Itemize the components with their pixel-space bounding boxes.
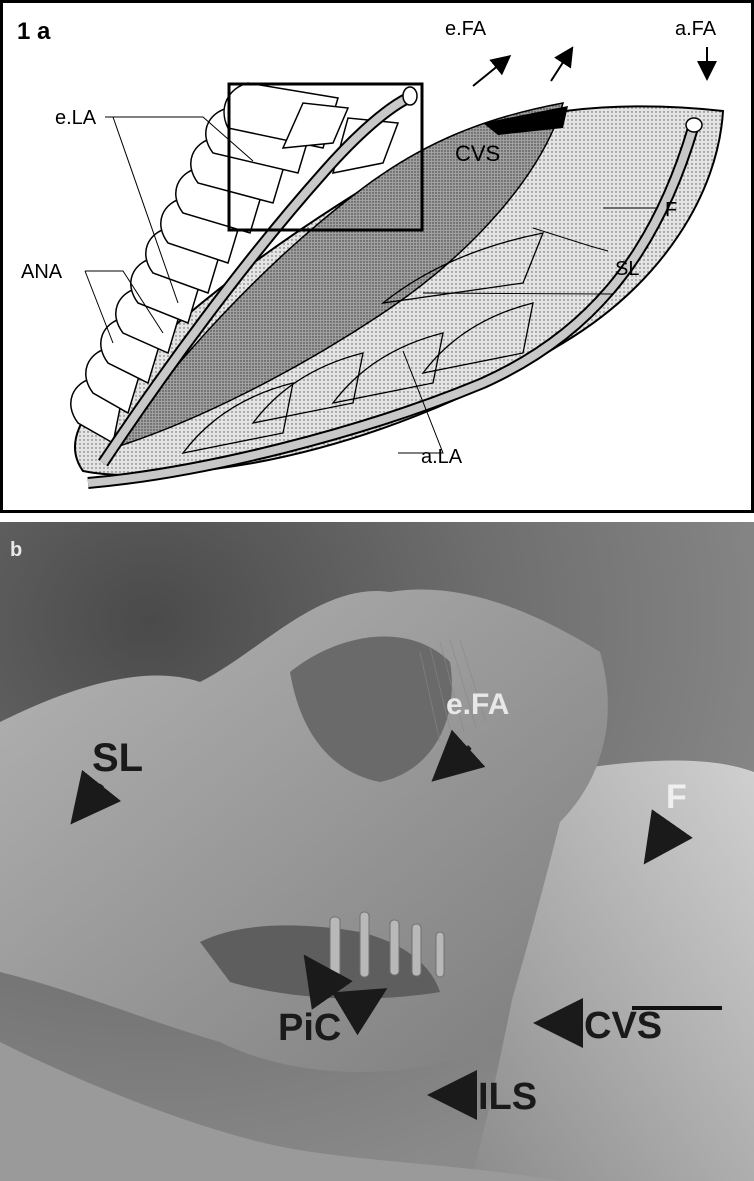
label-sl: SL <box>615 258 639 280</box>
label-ana: ANA <box>21 261 63 283</box>
panel-b-micrograph: b e.FA SL F PiC CVS ILS <box>0 522 754 1181</box>
label-cvs: CVS <box>455 141 500 166</box>
sem-label-f: F <box>666 778 687 816</box>
label-efa: e.FA <box>445 18 487 40</box>
label-f: F <box>665 199 677 221</box>
sem-label-ils: ILS <box>478 1076 537 1118</box>
afa-opening <box>686 118 702 132</box>
sem-label-pic: PiC <box>278 1007 341 1049</box>
panel-b-label: b <box>10 539 22 561</box>
sem-image: b e.FA SL F PiC CVS ILS <box>0 522 754 1181</box>
label-afa: a.FA <box>675 18 717 40</box>
sem-label-efa: e.FA <box>446 688 509 721</box>
cvs-arrow <box>551 53 569 81</box>
label-ela: e.LA <box>55 107 97 129</box>
panel-a-schematic: 1 a e.FA a.FA e.LA CVS F ANA SL a.LA <box>0 0 754 513</box>
gill-filament-diagram: 1 a e.FA a.FA e.LA CVS F ANA SL a.LA <box>3 3 751 510</box>
panel-a-label: 1 a <box>17 18 51 45</box>
label-ala: a.LA <box>421 446 463 468</box>
sem-label-sl: SL <box>92 736 143 780</box>
efa-opening <box>403 87 417 105</box>
efa-arrow <box>473 60 505 86</box>
sem-label-cvs: CVS <box>584 1005 662 1047</box>
